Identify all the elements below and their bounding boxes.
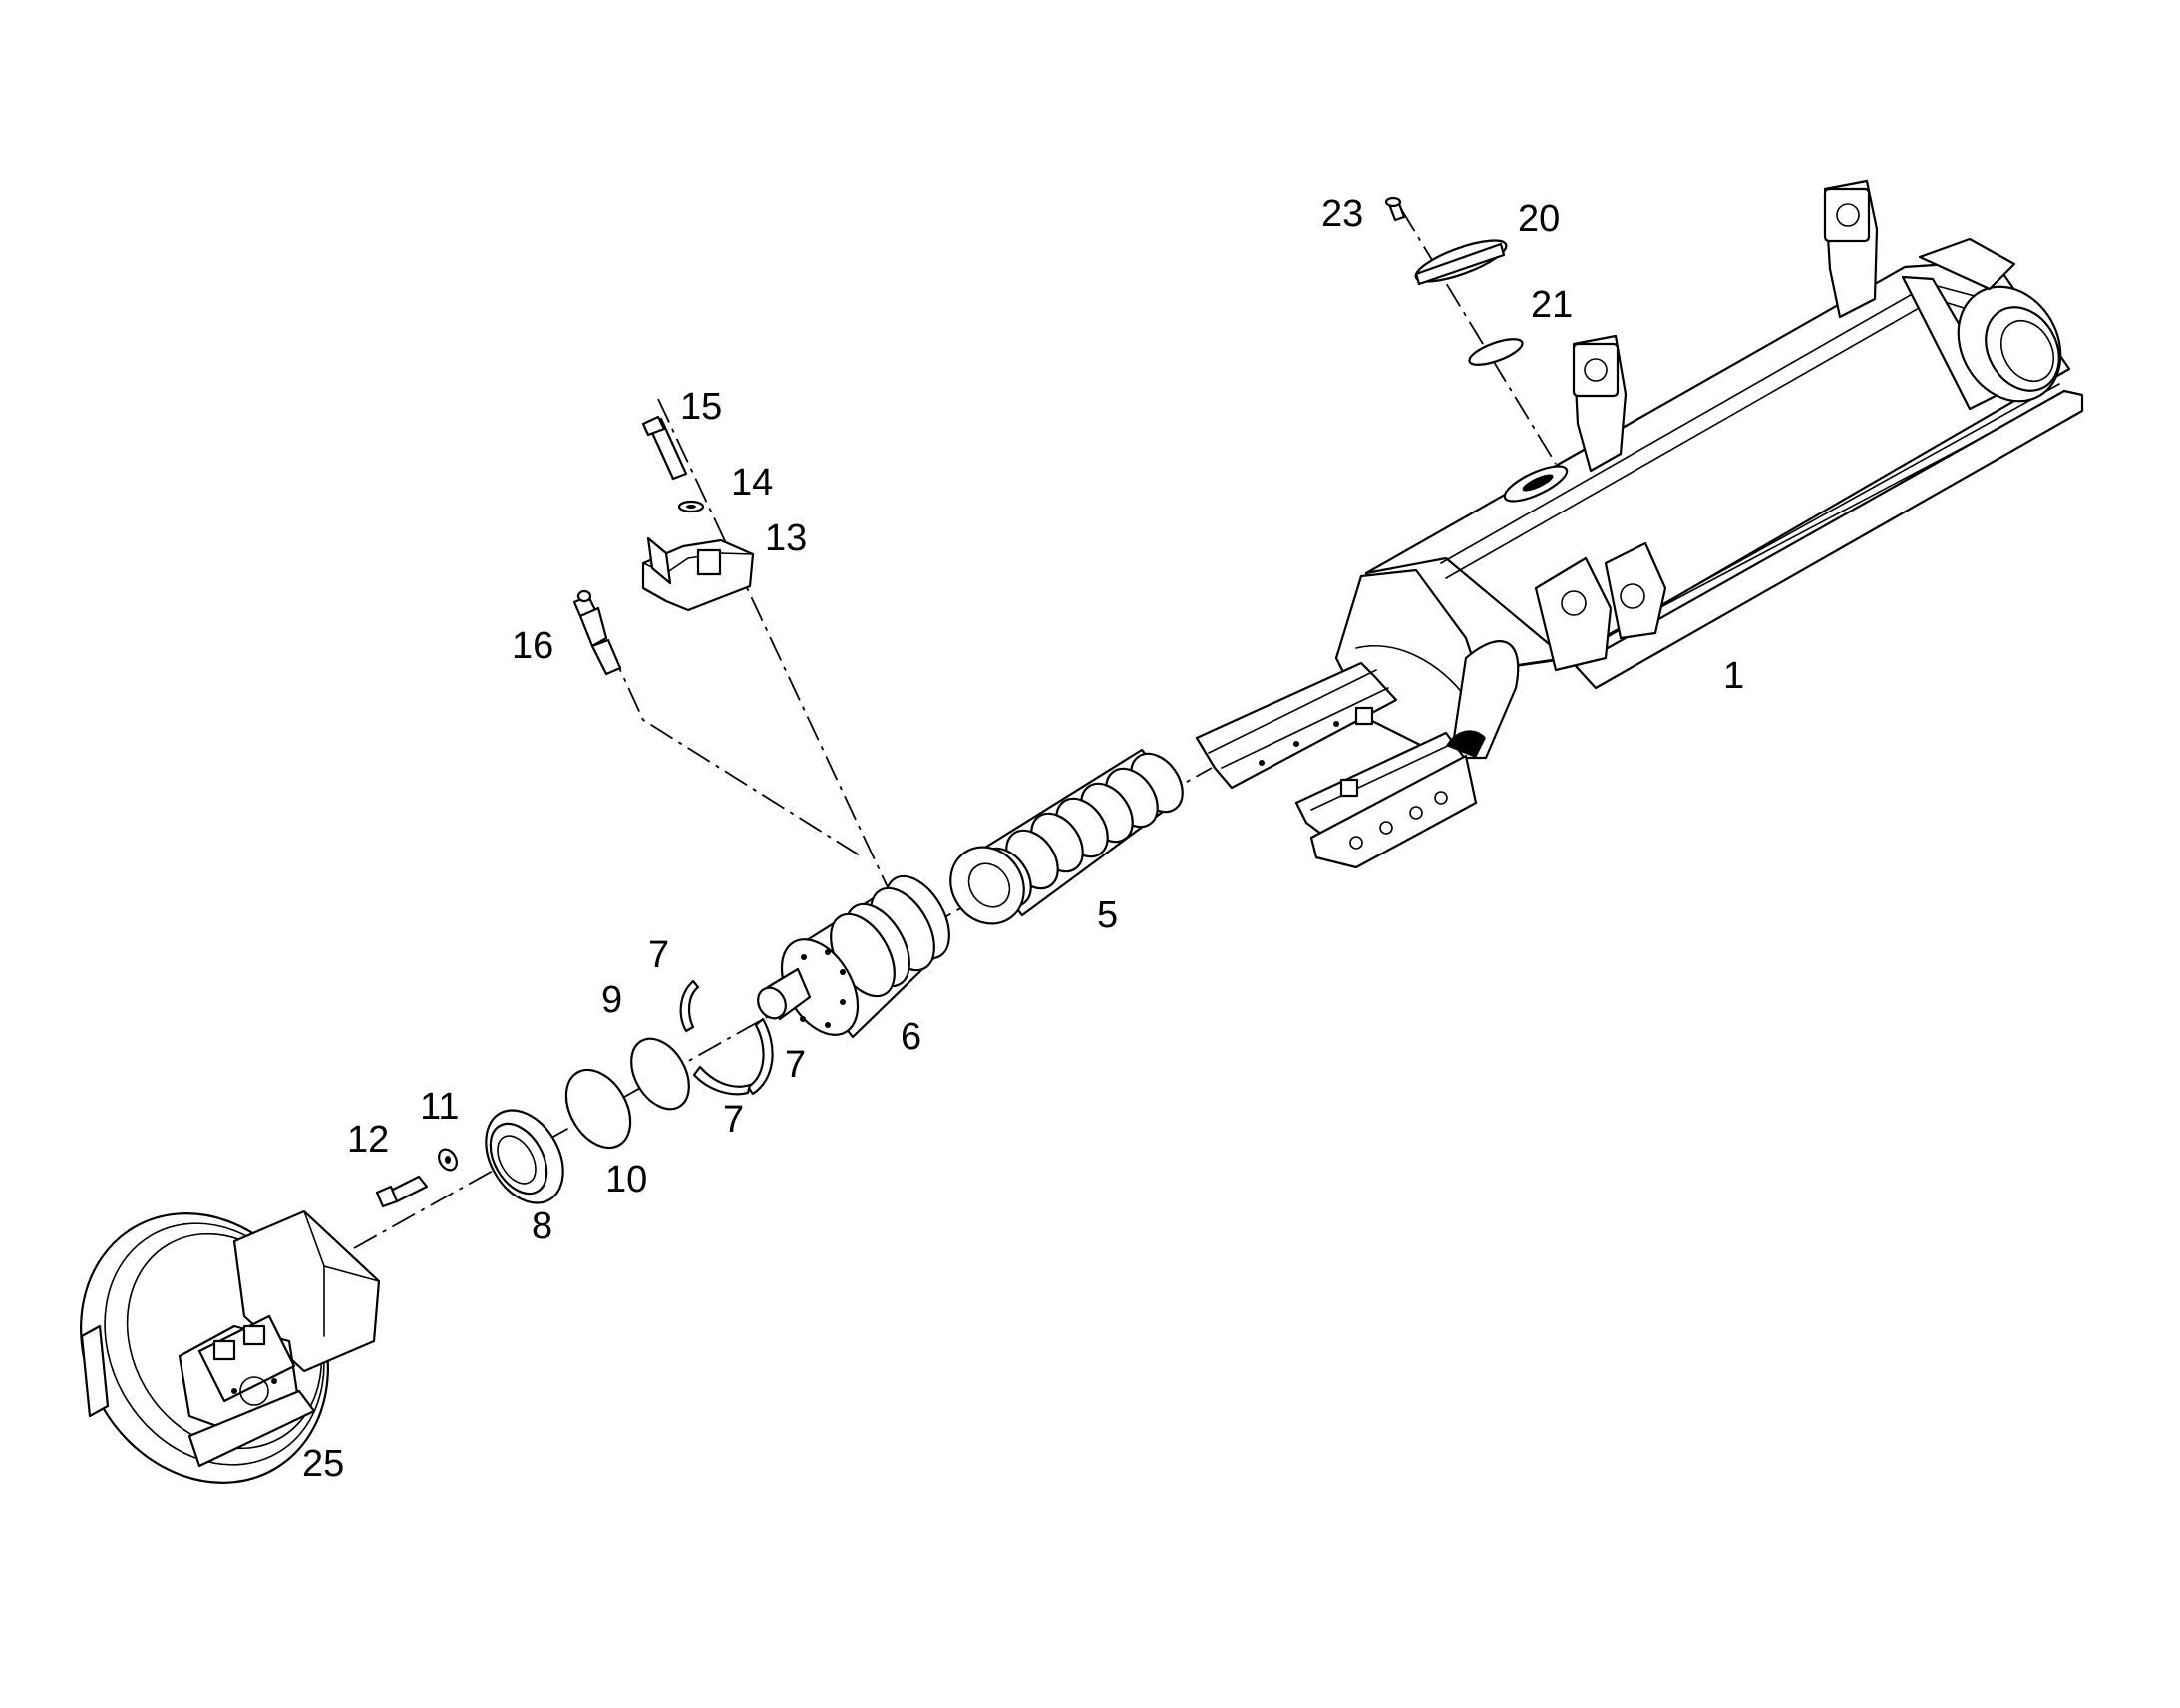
callout-1: 1 xyxy=(1723,655,1744,697)
cylinder-piston xyxy=(757,874,950,1039)
split-ring-halves xyxy=(679,979,774,1096)
callout-15: 15 xyxy=(680,386,722,428)
idler-wheel-assembly xyxy=(80,1209,381,1484)
callout-7: 7 xyxy=(723,1099,744,1141)
callout-20: 20 xyxy=(1518,198,1560,240)
recoil-spring xyxy=(949,748,1184,925)
callout-16: 16 xyxy=(512,625,553,667)
washer-and-bolt xyxy=(375,1148,458,1208)
callout-8: 8 xyxy=(532,1205,552,1247)
callout-labels: 1 5 6 7 7 7 8 9 10 11 12 13 14 15 16 20 … xyxy=(302,193,1744,1485)
callout-12: 12 xyxy=(347,1119,389,1161)
track-frame-housing xyxy=(1195,179,2084,869)
callout-5: 5 xyxy=(1097,894,1118,936)
callout-6: 6 xyxy=(901,1016,921,1058)
callout-21: 21 xyxy=(1531,284,1573,326)
clamp-block-assembly xyxy=(641,415,755,612)
callout-11: 11 xyxy=(420,1086,459,1128)
callout-7: 7 xyxy=(785,1044,806,1086)
callout-10: 10 xyxy=(605,1159,647,1200)
cover-plate-assembly xyxy=(1384,196,1524,366)
callout-13: 13 xyxy=(765,517,807,559)
callout-14: 14 xyxy=(731,462,773,504)
grease-fitting xyxy=(572,589,622,676)
assembly-leader-lines xyxy=(353,208,1557,1249)
callout-7: 7 xyxy=(648,934,669,976)
callout-23: 23 xyxy=(1321,193,1363,235)
seal-bearing xyxy=(485,1109,564,1204)
callout-9: 9 xyxy=(601,979,622,1021)
o-rings xyxy=(564,1037,690,1150)
callout-25: 25 xyxy=(302,1443,344,1485)
